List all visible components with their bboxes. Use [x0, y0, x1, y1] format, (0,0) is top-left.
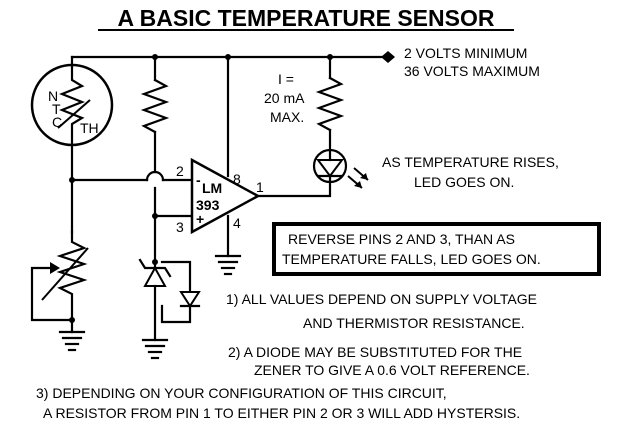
comparator-plus: + [196, 211, 204, 227]
current-label-2: 20 mA [264, 90, 305, 106]
thermistor-label-th: TH [80, 120, 99, 136]
comparator-part: 393 [196, 197, 220, 213]
note-3-line1: 3) DEPENDING ON YOUR CONFIGURATION OF TH… [36, 385, 447, 401]
comparator-lm393 [190, 54, 261, 258]
thermistor-label-n: N [48, 88, 58, 104]
pin-4-label: 4 [233, 215, 241, 231]
note-2-line1: 2) A DIODE MAY BE SUBSTITUTED FOR THE [228, 344, 522, 360]
thermistor-label-c: C [52, 114, 62, 130]
note-2-line2: ZENER TO GIVE A 0.6 VOLT REFERENCE. [254, 362, 530, 378]
led [312, 148, 369, 189]
pin-8-label: 8 [233, 171, 241, 187]
ntc-thermistor [30, 55, 114, 147]
alternate-diode [160, 260, 201, 324]
thermistor-label-t: T [52, 101, 61, 117]
ground-symbol-comparator [214, 254, 242, 276]
left-node-wires [69, 143, 194, 234]
reference-resistor [140, 54, 194, 270]
comparator-name: LM [202, 180, 222, 196]
led-note-line2: LED GOES ON. [414, 174, 514, 190]
pin-1-label: 1 [256, 179, 264, 195]
ground-symbol-zener [141, 338, 169, 360]
note-3-line2: A RESISTOR FROM PIN 1 TO EITHER PIN 2 OR… [43, 405, 520, 421]
supply-max-label: 36 VOLTS MAXIMUM [404, 63, 540, 79]
current-label-3: MAX. [270, 109, 304, 125]
boxed-note-line1: REVERSE PINS 2 AND 3, THAN AS [288, 231, 515, 247]
note-1-line2: AND THERMISTOR RESISTANCE. [303, 315, 525, 331]
pin-2-label: 2 [176, 163, 184, 179]
note-1-line1: 1) ALL VALUES DEPEND ON SUPPLY VOLTAGE [226, 291, 537, 307]
zener-diode [138, 258, 172, 342]
ground-symbol-left [58, 330, 86, 352]
boxed-note [272, 222, 601, 276]
comparator-minus: - [196, 172, 201, 188]
potentiometer [30, 230, 89, 334]
led-note-line1: AS TEMPERATURE RISES, [382, 154, 559, 170]
led-resistor [315, 54, 345, 152]
output-wire [256, 180, 332, 198]
diagram-title: A BASIC TEMPERATURE SENSOR [118, 5, 495, 31]
pin-3-label: 3 [176, 219, 184, 235]
boxed-note-line2: TEMPERATURE FALLS, LED GOES ON. [282, 251, 541, 267]
supply-rail [70, 51, 395, 63]
current-label-1: I = [278, 71, 294, 87]
supply-min-label: 2 VOLTS MINIMUM [404, 45, 527, 61]
